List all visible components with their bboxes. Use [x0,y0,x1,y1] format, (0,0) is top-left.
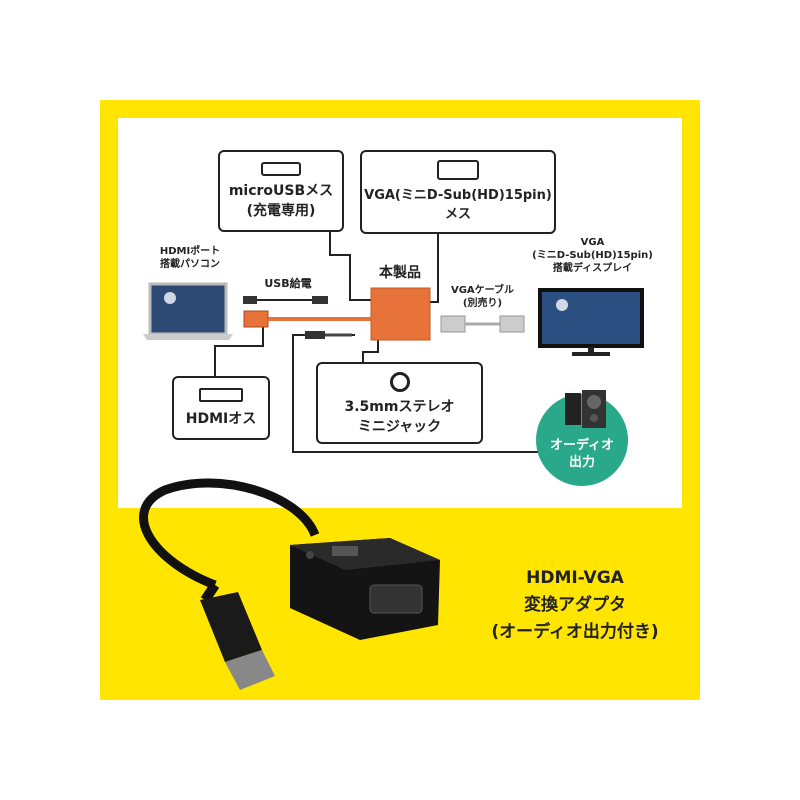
vga-cable-label-line1: VGAケーブル [450,285,515,296]
display-label-line3: 搭載ディスプレイ [552,263,633,274]
vga-port-box: VGA(ミニD-Sub(HD)15pin) メス [360,150,556,234]
pc-label-line1: HDMIポート [159,246,221,257]
microusb-port-icon [261,162,301,176]
product-title-line3: (オーディオ出力付き) [491,622,659,642]
vga-port-sublabel: メス [444,207,471,222]
microusb-label: microUSBメス [228,183,334,199]
audio-jack-icon [389,372,410,392]
product-title-line2: 変換アダプタ [524,595,626,615]
hdmi-port-label: HDMIオス [185,411,257,427]
vga-port-icon [437,160,479,180]
laptop-icon [143,282,233,340]
product-photo [139,478,440,690]
display-label-line1: VGA [580,237,605,248]
vga-cable-label: VGAケーブル (別売り) [440,284,525,310]
vga-plug-right [499,315,525,333]
audio-output-label: オーディオ 出力 [540,437,624,471]
audio-jack-label: 3.5mmステレオ [344,399,455,415]
audio-jack-box: 3.5mmステレオ ミニジャック [316,362,483,444]
product-title: HDMI-VGA 変換アダプタ (オーディオ出力付き) [480,565,670,646]
monitor-icon [538,288,644,356]
speaker-icon [565,390,606,428]
vga-port-label: VGA(ミニD-Sub(HD)15pin) [364,188,552,203]
microusb-sublabel: (充電専用) [246,203,316,219]
audio-output-line1: オーディオ [549,438,615,453]
usb-power-label: USB給電 [264,277,312,290]
pc-label-line2: 搭載パソコン [160,259,220,270]
audio-plug [305,331,325,339]
audio-jack-sublabel: ミニジャック [357,419,442,435]
hdmi-plug [243,310,269,328]
microusb-plug [312,296,328,304]
product-title-line1: HDMI-VGA [526,568,624,588]
pc-label: HDMIポート 搭載パソコン [140,245,240,271]
display-label: VGA (ミニD-Sub(HD)15pin) 搭載ディスプレイ [525,236,660,275]
vga-plug-left [440,315,466,333]
adapter-icon [370,287,431,341]
microusb-port-box: microUSBメス (充電専用) [218,150,344,232]
vga-cable-label-line2: (別売り) [462,298,503,309]
usb-plug [243,296,257,304]
audio-output-line2: 出力 [568,455,595,470]
product-label: 本製品 [379,265,421,281]
hdmi-port-icon [199,388,243,402]
hdmi-port-box: HDMIオス [172,376,270,440]
display-label-line2: (ミニD-Sub(HD)15pin) [532,250,653,261]
